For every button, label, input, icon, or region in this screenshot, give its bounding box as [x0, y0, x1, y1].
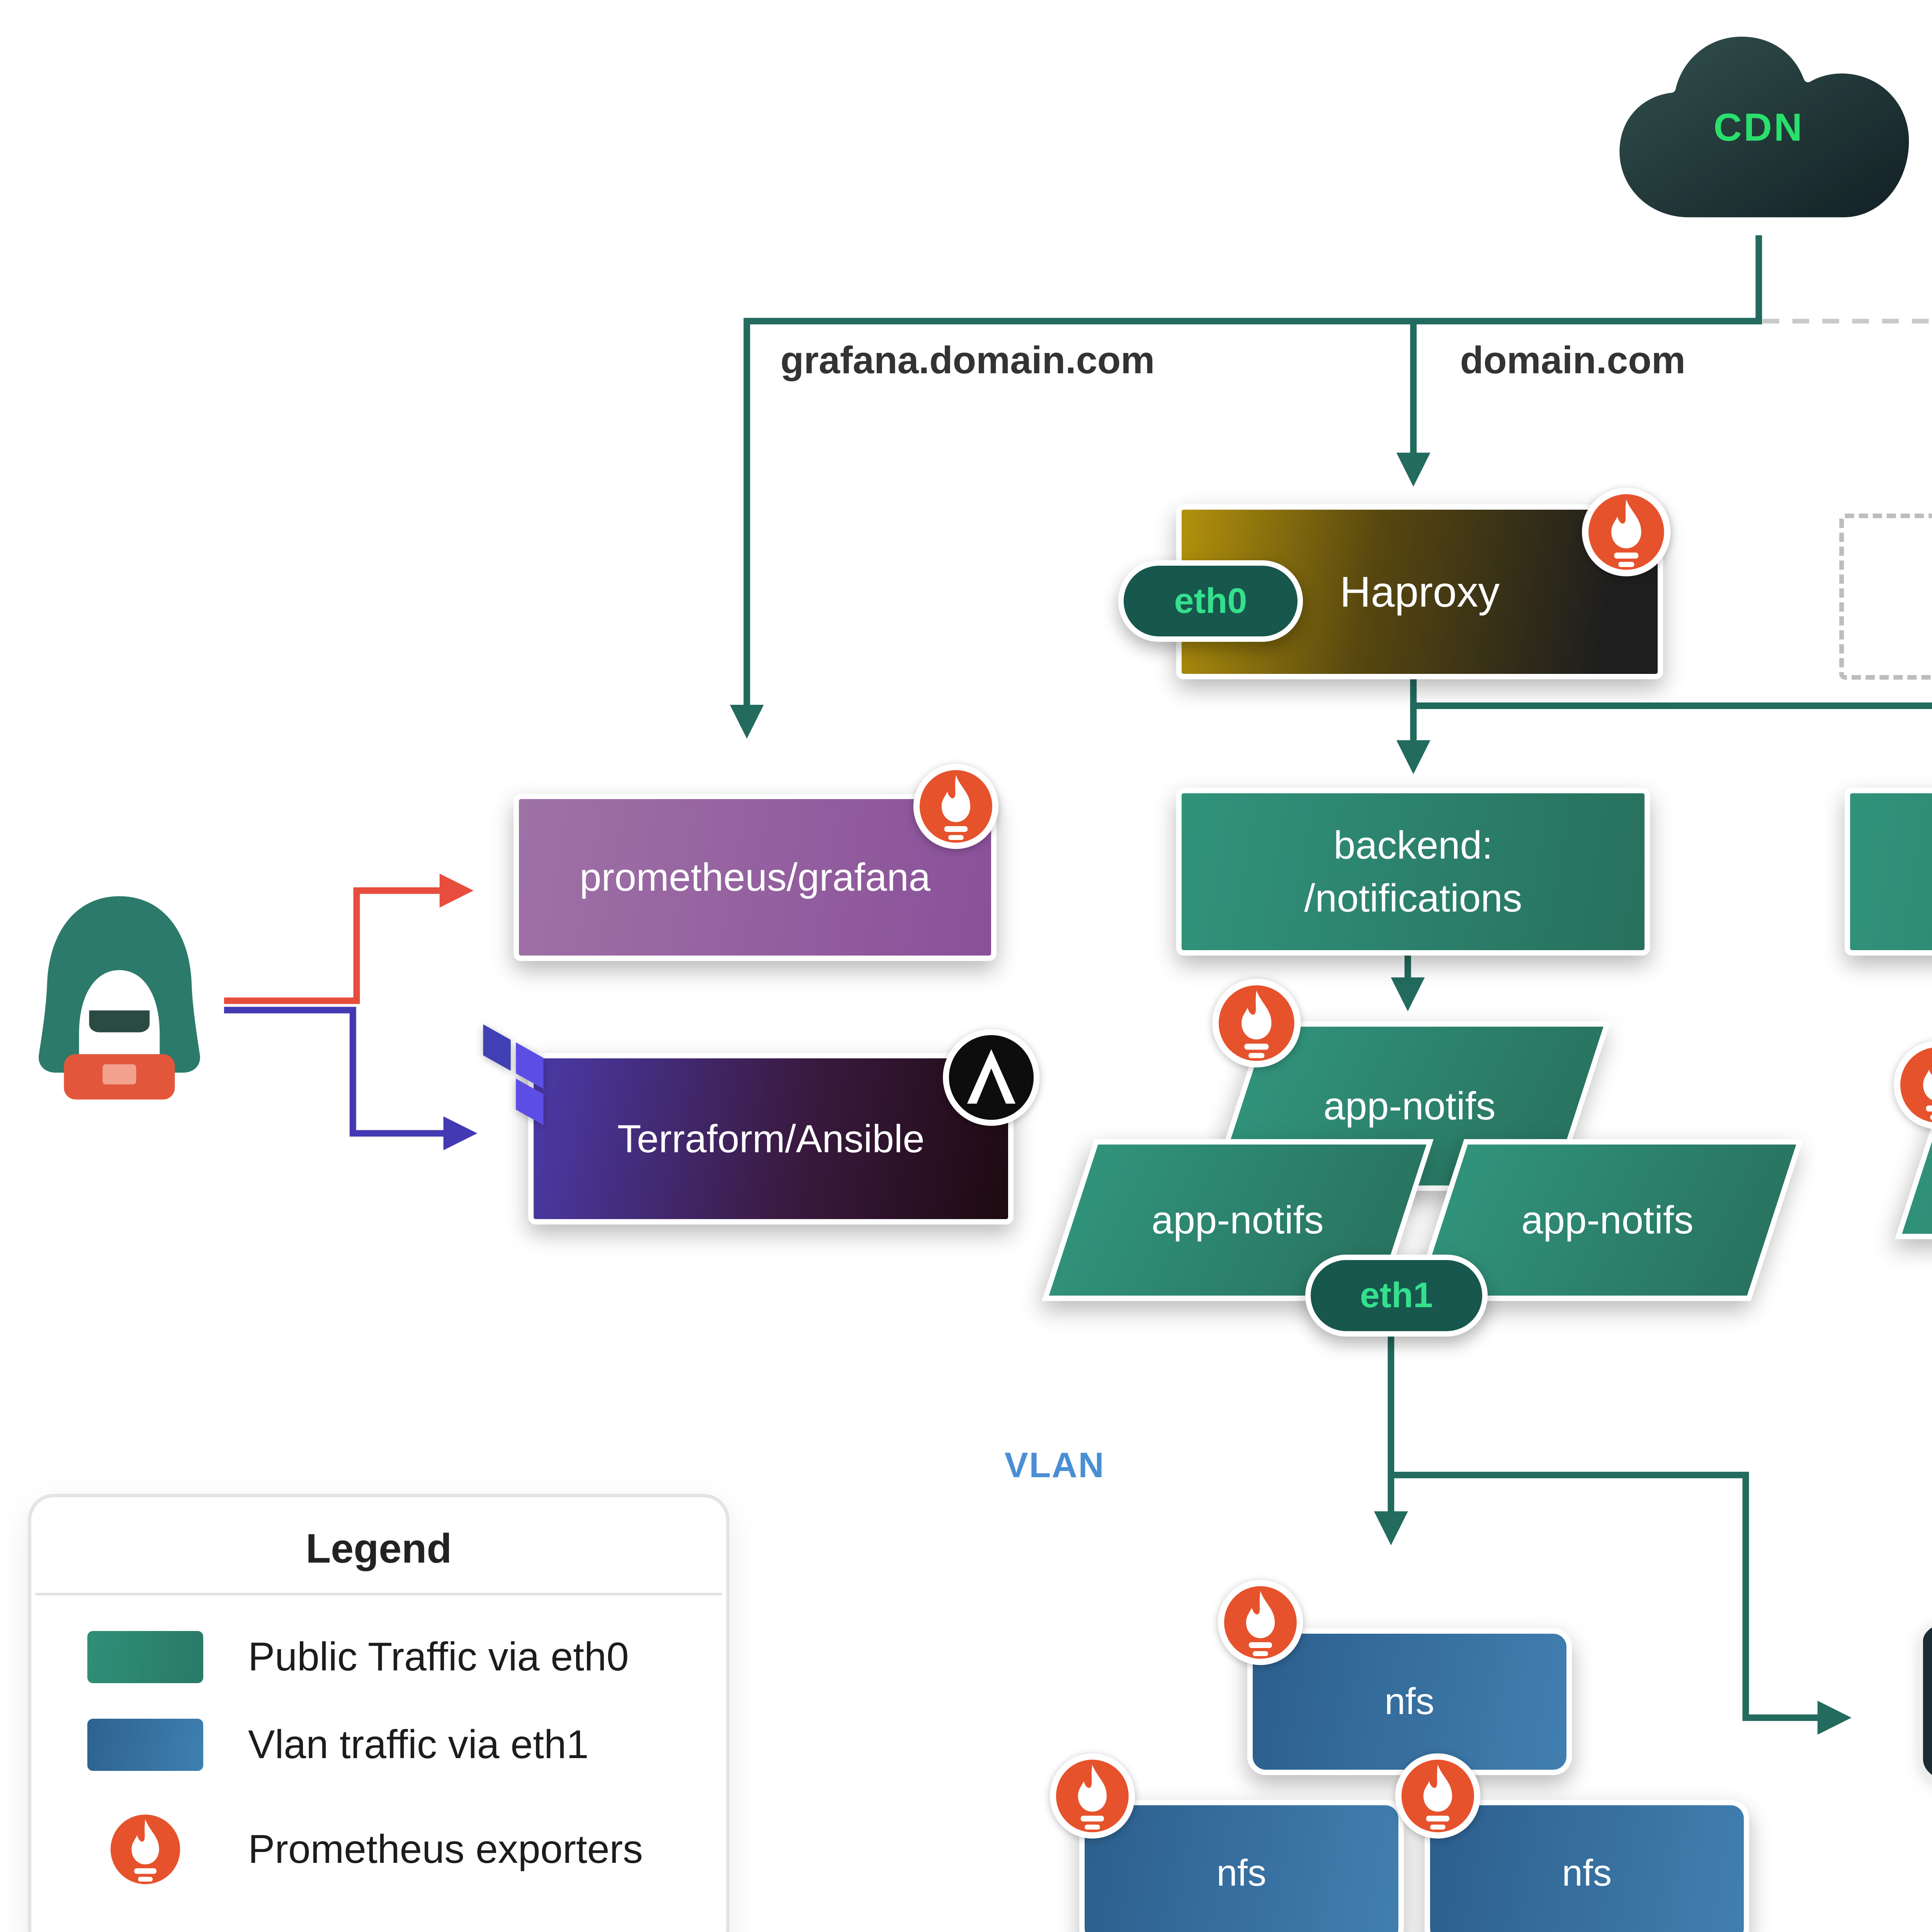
- legend-item-label: Public Traffic via eth0: [248, 1634, 629, 1680]
- blue-swatch: [87, 1719, 203, 1771]
- backend-notifications-line2: /notifications: [1304, 876, 1522, 920]
- legend-title: Legend: [35, 1497, 723, 1596]
- prometheus-grafana-label: prometheus/grafana: [579, 855, 931, 900]
- legend-item-prometheus: Prometheus exporters: [31, 1806, 726, 1892]
- app-notifs-label: app-notifs: [1151, 1197, 1324, 1242]
- prometheus-icon: [1210, 976, 1303, 1070]
- ansible-icon: [941, 1027, 1042, 1128]
- nfs-label: nfs: [1562, 1852, 1612, 1894]
- nfs-node-3: nfs: [1424, 1800, 1749, 1932]
- legend-item-eth1: Vlan traffic via eth1: [31, 1719, 726, 1771]
- nfs-label: nfs: [1216, 1852, 1267, 1894]
- attacker-icon: [19, 889, 220, 1105]
- legend: Legend Public Traffic via eth0 Vlan traf…: [28, 1493, 730, 1932]
- domain-label: domain.com: [1460, 338, 1685, 381]
- vlan-label: VLAN: [1004, 1445, 1105, 1485]
- app-notifs-label: app-notifs: [1521, 1197, 1694, 1242]
- backend-everything-else-node: backend: /everything-else: [1845, 788, 1932, 956]
- terraform-ansible-label: Terraform/Ansible: [617, 1116, 925, 1161]
- prometheus-icon: [102, 1806, 188, 1892]
- terraform-ansible-node: Terraform/Ansible: [528, 1053, 1014, 1225]
- app-notifs-label: app-notifs: [1323, 1083, 1496, 1128]
- legend-item-label: Vlan traffic via eth1: [248, 1722, 589, 1767]
- prometheus-icon: [1393, 1751, 1483, 1841]
- nfs-label: nfs: [1384, 1680, 1435, 1722]
- haproxy-dashed-1: Haproxy: [1839, 513, 1932, 680]
- eth1-badge-left: eth1: [1305, 1255, 1488, 1337]
- backend-notifications-node: backend: /notifications: [1176, 788, 1650, 956]
- legend-item-label: Prometheus exporters: [248, 1827, 643, 1872]
- terraform-icon: [478, 1017, 568, 1129]
- teal-swatch: [87, 1631, 203, 1684]
- prometheus-icon: [1891, 1038, 1932, 1132]
- database-icon: [1901, 1606, 1932, 1804]
- prometheus-icon: [1580, 485, 1673, 579]
- cdn-label: CDN: [1713, 105, 1804, 149]
- nfs-node-1: nfs: [1247, 1628, 1572, 1776]
- haproxy-label: Haproxy: [1340, 567, 1500, 616]
- nfs-node-2: nfs: [1079, 1800, 1404, 1932]
- backend-notifications-line1: backend:: [1333, 823, 1493, 867]
- prometheus-icon: [1216, 1578, 1305, 1667]
- prometheus-icon: [911, 762, 1001, 851]
- legend-item-eth0: Public Traffic via eth0: [31, 1631, 726, 1684]
- prometheus-icon: [1048, 1751, 1137, 1841]
- grafana-domain-label: grafana.domain.com: [780, 338, 1155, 381]
- eth0-badge: eth0: [1118, 560, 1303, 642]
